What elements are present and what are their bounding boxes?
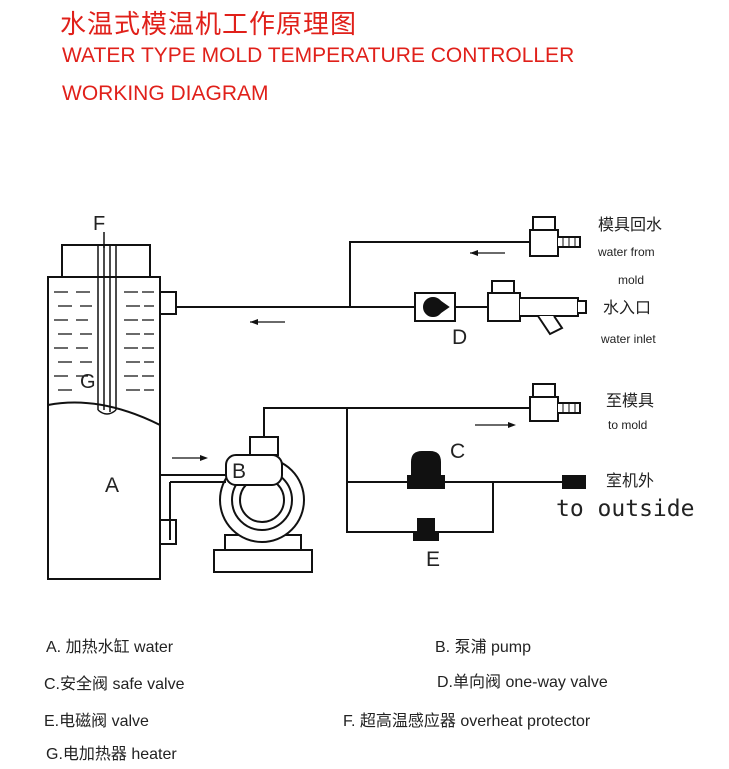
to-mold-valve (529, 383, 581, 422)
legend-a: A. 加热水缸 water (46, 639, 174, 656)
one-way-valve (414, 292, 456, 322)
outside-label-en: to outside (556, 496, 694, 522)
return-valve (529, 216, 581, 257)
bypass-piping (346, 408, 586, 533)
label-c: C (450, 440, 465, 463)
label-b: B (232, 460, 246, 483)
suction-piping (160, 407, 530, 540)
label-f: F (93, 213, 105, 235)
heater-and-sensor (97, 232, 117, 415)
legend-c: C.安全阀 safe valve (44, 676, 185, 693)
title-english-line-1: WATER TYPE MOLD TEMPERATURE CONTROLLER (62, 44, 575, 67)
label-d: D (452, 326, 467, 349)
label-e: E (426, 548, 440, 571)
legend-g: G.电加热器 heater (46, 746, 177, 763)
return-label-cn: 模具回水 (598, 216, 662, 234)
safe-valve (407, 451, 445, 489)
title-chinese: 水温式模温机工作原理图 (60, 10, 358, 40)
solenoid-valve (413, 518, 439, 541)
legend-b: B. 泵浦 pump (435, 639, 532, 656)
return-label-en-1: water from (597, 245, 655, 259)
tomold-label-cn: 至模具 (606, 392, 654, 410)
legend-d: D.单向阀 one-way valve (437, 674, 608, 691)
return-piping (176, 241, 530, 308)
title-english-line-2: WORKING DIAGRAM (62, 82, 269, 105)
label-g: G (80, 371, 96, 393)
legend-f: F. 超高温感应器 overheat protector (343, 713, 591, 730)
inlet-label-en: water inlet (600, 332, 656, 346)
legend-e: E.电磁阀 valve (44, 713, 149, 730)
return-label-en-2: mold (618, 273, 644, 287)
outside-label-cn: 室机外 (606, 472, 654, 490)
pump (213, 436, 313, 573)
water-inlet-valve (487, 280, 587, 336)
tomold-label-en: to mold (608, 418, 647, 432)
inlet-label-cn: 水入口 (603, 299, 651, 317)
label-a: A (105, 474, 119, 497)
flow-arrows (172, 250, 516, 461)
